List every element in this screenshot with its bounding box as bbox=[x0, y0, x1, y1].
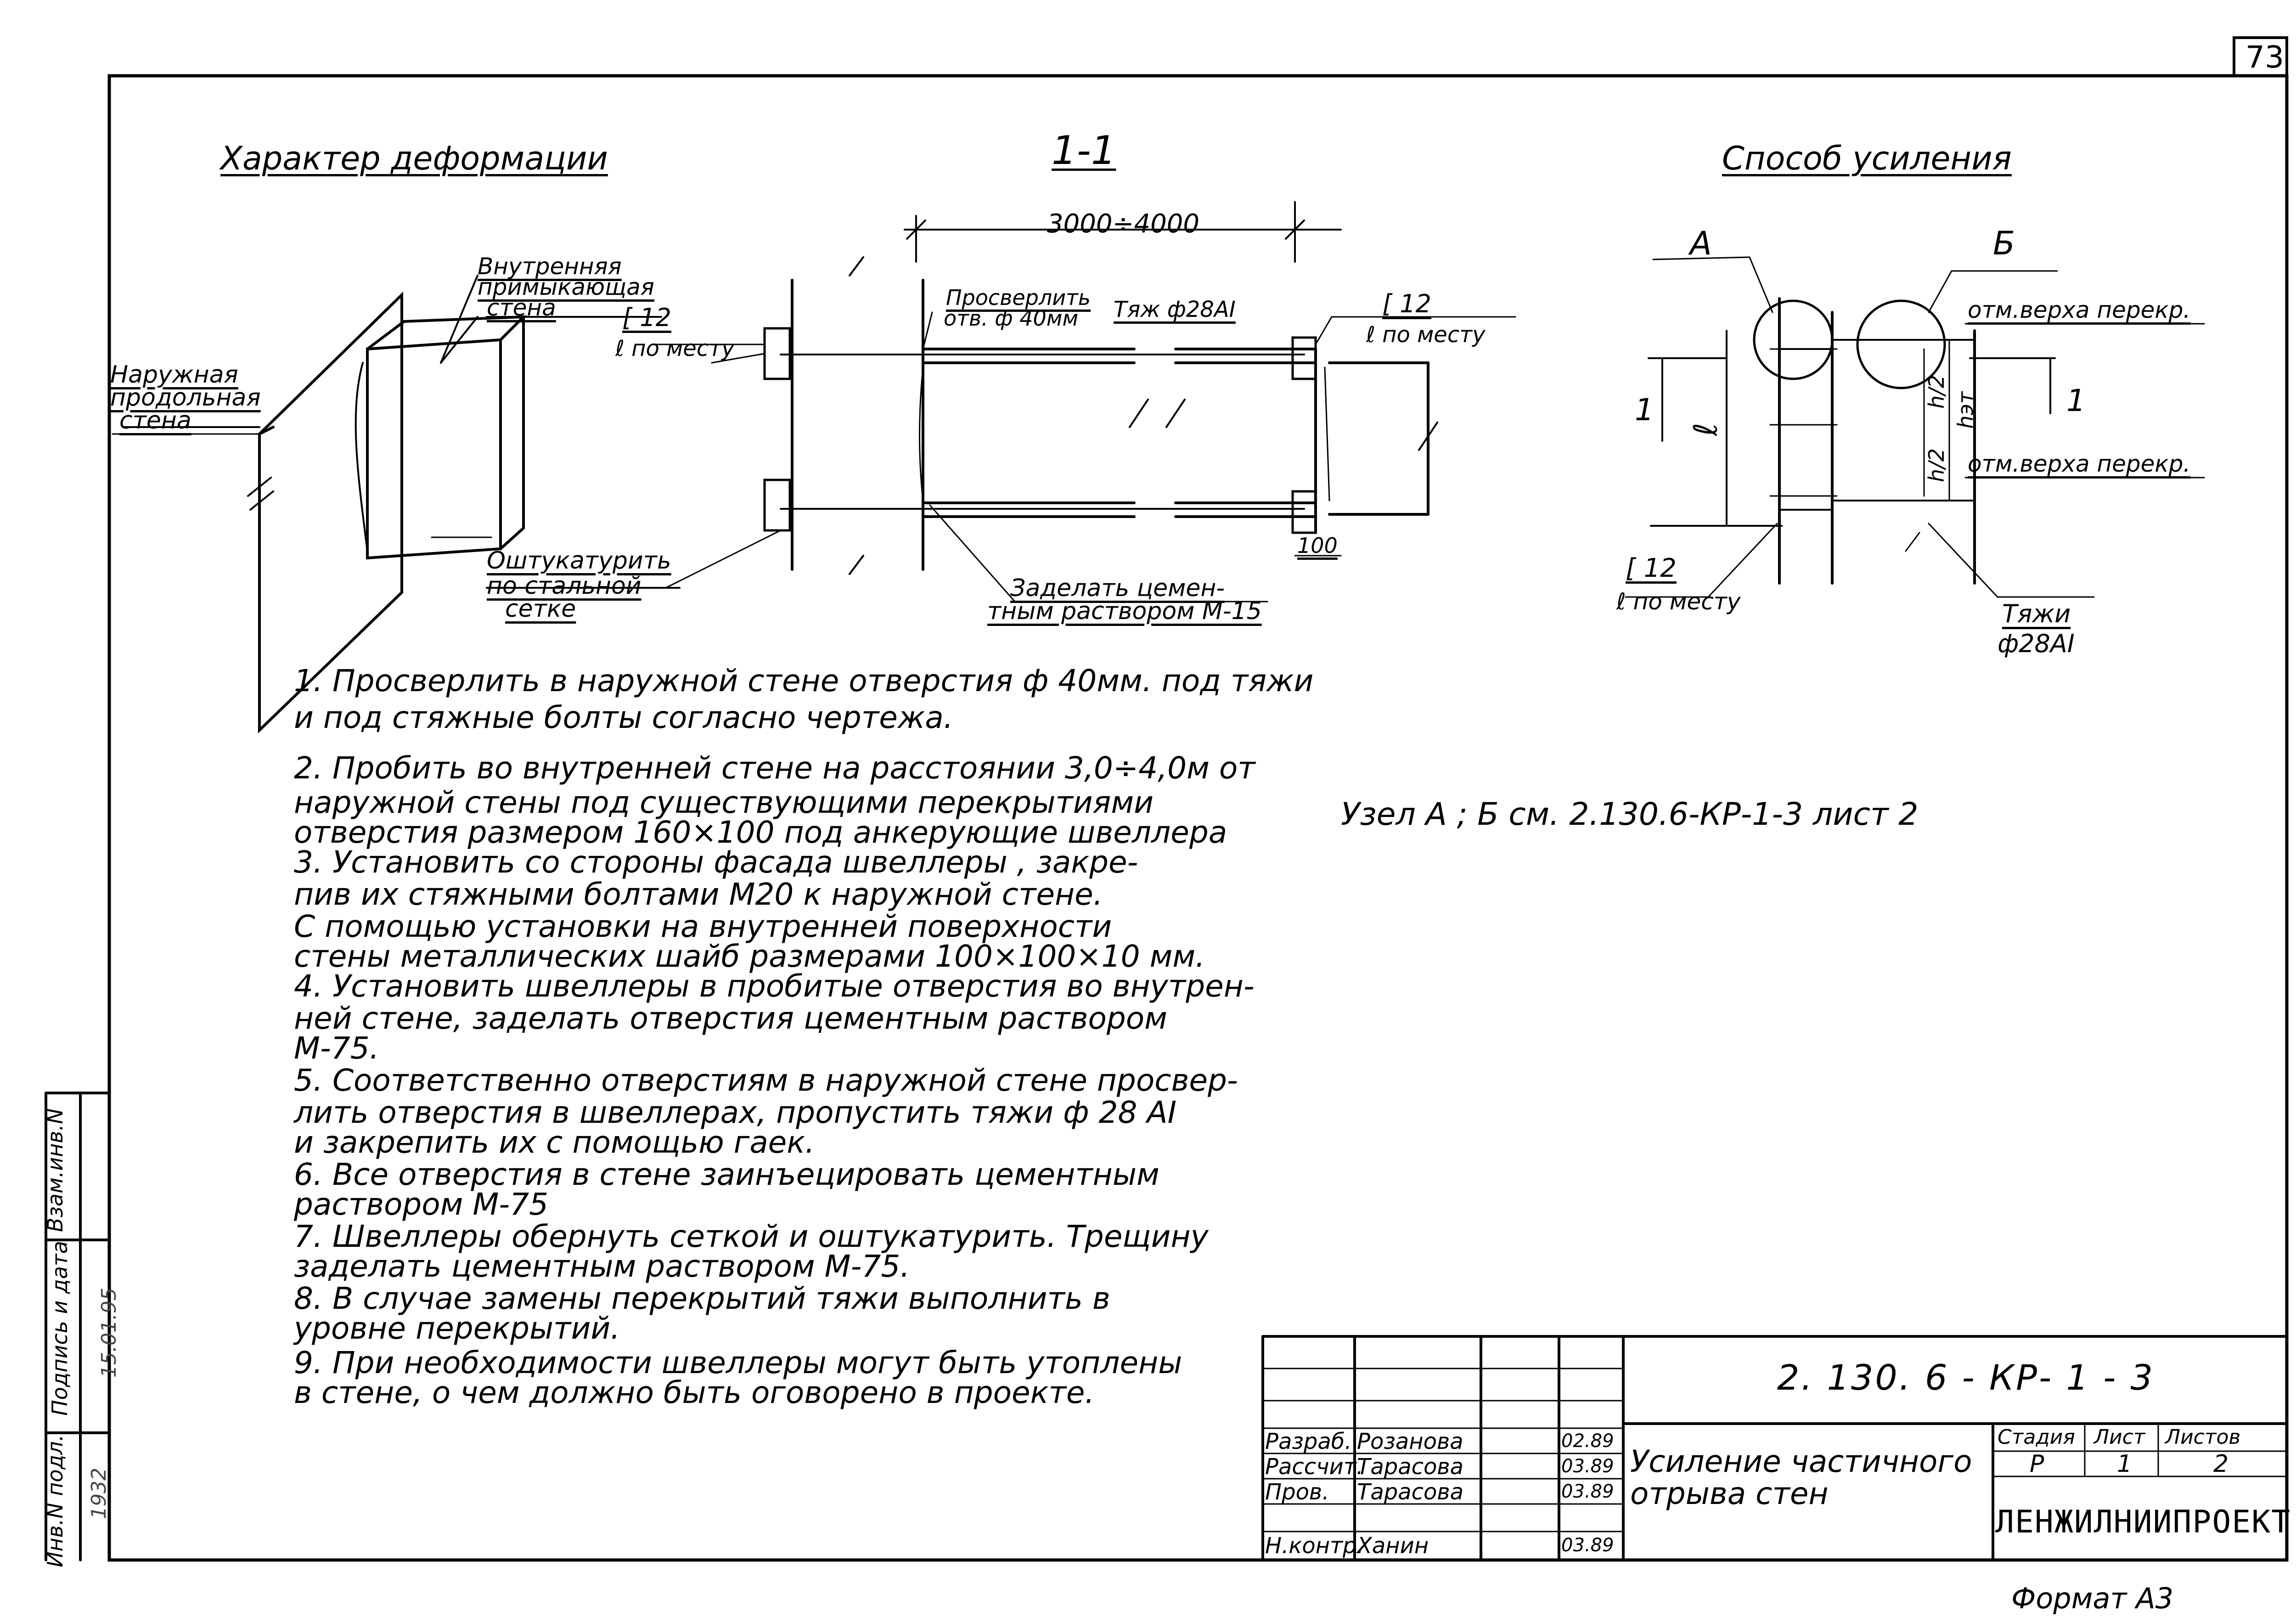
stamp-inv: Инв.N подл. bbox=[43, 1434, 68, 1567]
dim-h2-a: h/2 bbox=[1924, 448, 1949, 482]
label-outer-wall-2: продольная bbox=[110, 384, 261, 411]
note-line: наружной стены под существующими перекры… bbox=[294, 785, 1154, 820]
note-line: 4. Установить швеллеры в пробитые отверс… bbox=[294, 969, 1255, 1004]
note-line: заделать цементным раствором М-75. bbox=[294, 1249, 910, 1284]
label-sheet: Лист bbox=[2094, 1425, 2145, 1449]
cut-left: 1 bbox=[1635, 392, 1654, 428]
label-outer-wall-3: стена bbox=[119, 407, 191, 434]
sheet-frame bbox=[107, 74, 2289, 1562]
value-sheets: 2 bbox=[2213, 1450, 2229, 1478]
label-inner-wall-3: стена bbox=[487, 294, 556, 321]
note-line: стены металлических шайб размерами 100×1… bbox=[294, 939, 1205, 974]
label-drill-1: Просверлить bbox=[946, 285, 1091, 310]
row-name: Тарасова bbox=[1357, 1454, 1464, 1480]
row-date: 02.89 bbox=[1561, 1431, 1614, 1452]
row-date: 03.89 bbox=[1561, 1481, 1614, 1502]
dim-l: ℓ bbox=[1687, 422, 1725, 436]
label-inner-wall-2: примыкающая bbox=[478, 274, 654, 300]
note-line: 9. При необходимости швеллеры могут быть… bbox=[294, 1345, 1182, 1380]
note-line: в стене, о чем должно быть оговорено в п… bbox=[294, 1375, 1095, 1410]
heading-method: Способ усиления bbox=[1722, 140, 2012, 177]
heading-deformation: Характер деформации bbox=[220, 140, 608, 177]
note-line: 8. В случае замены перекрытий тяжи выпол… bbox=[294, 1281, 1110, 1316]
note-line: раствором М-75 bbox=[294, 1187, 549, 1222]
label-channel-right: [ 12 bbox=[1382, 289, 1431, 318]
note-line: 2. Пробить во внутренней стене на рассто… bbox=[294, 750, 1255, 786]
label-outer-wall-1: Наружная bbox=[110, 361, 238, 389]
row-date: 03.89 bbox=[1561, 1456, 1614, 1477]
stamp-replace: Взам.инв.N bbox=[43, 1108, 68, 1232]
note-line: М-75. bbox=[294, 1031, 379, 1066]
row-name: Розанова bbox=[1357, 1429, 1463, 1454]
label-sheets: Листов bbox=[2165, 1425, 2241, 1449]
label-seal-2: тным раствором М-15 bbox=[987, 597, 1262, 625]
row-date: 03.89 bbox=[1561, 1535, 1614, 1556]
label-channel-left-sub: ℓ по месту bbox=[615, 336, 735, 361]
row-role: Разраб. bbox=[1265, 1429, 1352, 1454]
label-seal-1: Заделать цемен- bbox=[1010, 574, 1225, 602]
value-stage: Р bbox=[2030, 1450, 2044, 1478]
stamp-sign-date: Подпись и дата bbox=[47, 1240, 72, 1416]
dim-h2-b: h/2 bbox=[1924, 375, 1949, 409]
page-number: 73 bbox=[2245, 39, 2284, 75]
stamp-inv-value: 1932 bbox=[87, 1468, 111, 1519]
label-tie: Тяж ф28АI bbox=[1114, 297, 1236, 322]
label-slab-top-1: отм.верха перекр. bbox=[1968, 297, 2191, 323]
label-channel-right-sub: ℓ по месту bbox=[1366, 322, 1486, 348]
node-b: Б bbox=[1993, 225, 2015, 262]
node-a: А bbox=[1690, 225, 1712, 262]
heading-section: 1-1 bbox=[1052, 128, 1116, 174]
row-role: Н.контр. bbox=[1265, 1533, 1364, 1559]
note-line: пив их стяжными болтами М20 к наружной с… bbox=[294, 877, 1103, 912]
cut-right: 1 bbox=[2066, 383, 2086, 418]
row-name: Тарасова bbox=[1357, 1479, 1464, 1505]
note-line: 5. Соответственно отверстиям в наружной … bbox=[294, 1063, 1238, 1098]
side-stamp bbox=[45, 1092, 111, 1561]
note-line: ней стене, заделать отверстия цементным … bbox=[294, 1001, 1167, 1036]
note-line: и под стяжные болты согласно чертежа. bbox=[294, 700, 953, 735]
label-inner-wall-1: Внутренняя bbox=[478, 253, 622, 280]
doc-title-1: Усиление частичного bbox=[1630, 1444, 1972, 1479]
label-method-channel: [ 12 bbox=[1626, 553, 1677, 583]
doc-code: 2. 130. 6 - КР- 1 - 3 bbox=[1777, 1357, 2155, 1398]
row-role: Пров. bbox=[1265, 1479, 1329, 1505]
dim-span: 3000÷4000 bbox=[1047, 209, 1199, 239]
label-drill-2: отв. ф 40мм bbox=[944, 306, 1079, 331]
note-line: С помощью установки на внутренней поверх… bbox=[294, 909, 1112, 944]
organization: ЛЕНЖИЛНИИПРОЕКТ bbox=[1995, 1504, 2291, 1540]
node-reference: Узел А ; Б см. 2.130.6-КР-1-3 лист 2 bbox=[1341, 796, 1919, 833]
dim-hfl: hэт bbox=[1953, 391, 1978, 429]
label-channel-left: [ 12 bbox=[622, 303, 671, 332]
note-line: лить отверстия в швеллерах, пропустить т… bbox=[294, 1095, 1177, 1130]
format-label: Формат А3 bbox=[2011, 1582, 2174, 1615]
label-plaster-2: по стальной bbox=[487, 572, 642, 600]
note-line: 1. Просверлить в наружной стене отверсти… bbox=[294, 663, 1314, 698]
note-line: и закрепить их с помощью гаек. bbox=[294, 1125, 815, 1160]
label-plaster-1: Оштукатурить bbox=[487, 547, 671, 574]
row-name: Ханин bbox=[1357, 1533, 1429, 1559]
label-ties-sub: ф28АI bbox=[1998, 629, 2075, 658]
note-line: 7. Швеллеры обернуть сеткой и оштукатури… bbox=[294, 1219, 1209, 1254]
method-sketch bbox=[1625, 256, 2205, 598]
note-line: 6. Все отверстия в стене заинъецировать … bbox=[294, 1157, 1159, 1192]
row-role: Рассчит. bbox=[1265, 1454, 1363, 1480]
deformation-sketch bbox=[112, 275, 681, 734]
label-stage: Стадия bbox=[1998, 1425, 2075, 1449]
label-ties: Тяжи bbox=[2002, 599, 2071, 628]
title-block-grid bbox=[1261, 1335, 2288, 1561]
doc-title-2: отрыва стен bbox=[1630, 1476, 1829, 1511]
page-number-box bbox=[2233, 36, 2288, 77]
value-sheet: 1 bbox=[2117, 1450, 2133, 1478]
stamp-date-value: 15.01.95 bbox=[97, 1288, 121, 1378]
note-line: отверстия размером 160×100 под анкерующи… bbox=[294, 815, 1227, 850]
label-plaster-3: сетке bbox=[505, 595, 576, 623]
dim-100: 100 bbox=[1297, 533, 1338, 558]
note-line: уровне перекрытий. bbox=[294, 1311, 620, 1346]
note-line: 3. Установить со стороны фасада швеллеры… bbox=[294, 845, 1138, 880]
label-method-channel-sub: ℓ по месту bbox=[1616, 588, 1741, 615]
label-slab-top-2: отм.верха перекр. bbox=[1968, 451, 2191, 477]
section-sketch bbox=[651, 201, 1516, 603]
